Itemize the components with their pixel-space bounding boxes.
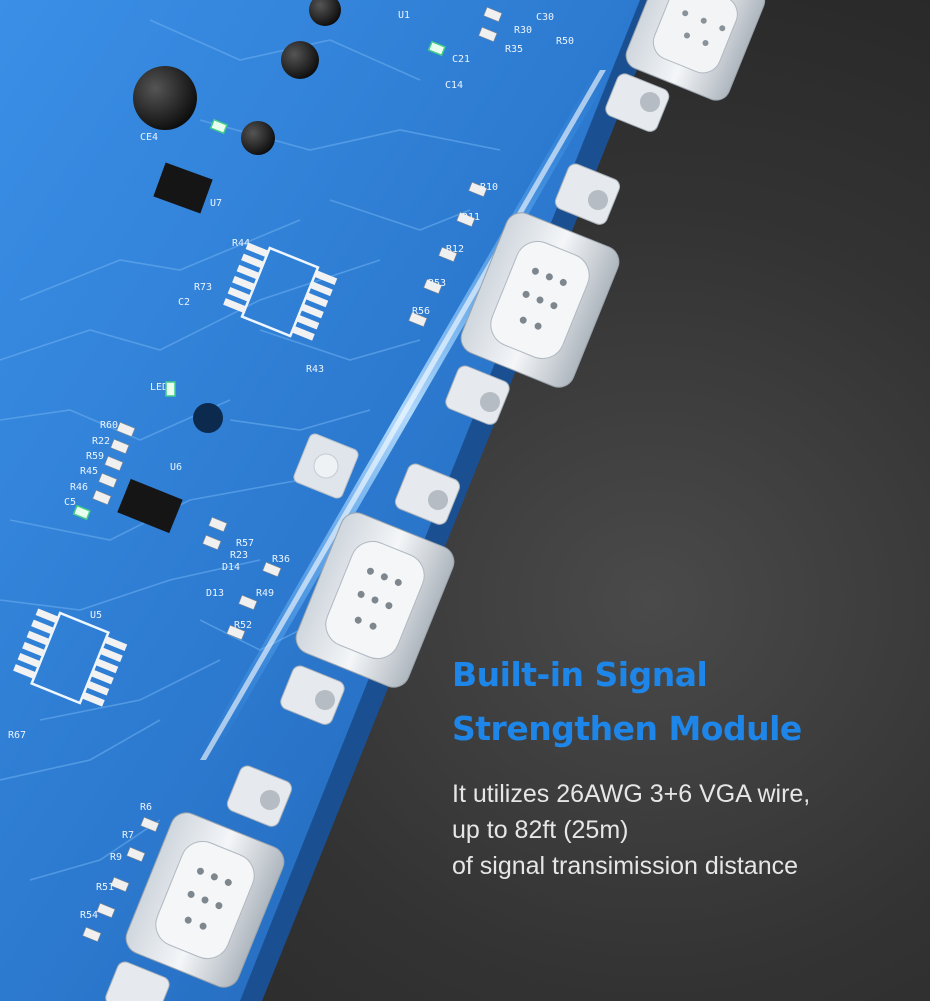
svg-text:R7: R7 [122,830,134,841]
headline-line-1: Built-in Signal [452,655,708,694]
svg-text:R54: R54 [80,910,98,921]
svg-text:R67: R67 [8,730,26,741]
svg-text:U6: U6 [170,462,182,473]
vga-connectors [105,0,766,1001]
feature-copy: Built-in Signal Strengthen Module It uti… [452,648,912,884]
svg-text:R73: R73 [194,282,212,293]
svg-text:R60: R60 [100,420,118,431]
svg-text:R22: R22 [92,436,110,447]
silkscreen-labels: C30 R30 R35 R50 C21 C14 R10 R11 R12 R53 … [8,10,574,921]
svg-text:C21: C21 [452,54,470,65]
svg-text:R11: R11 [462,212,480,223]
svg-text:R50: R50 [556,36,574,47]
svg-text:R46: R46 [70,482,88,493]
svg-text:C5: C5 [64,497,76,508]
svg-text:LED3: LED3 [150,382,174,393]
svg-text:R30: R30 [514,25,532,36]
capacitors [133,0,341,433]
svg-text:R23: R23 [230,550,248,561]
svg-text:R6: R6 [140,802,152,813]
svg-text:CE4: CE4 [140,132,158,143]
svg-text:D13: D13 [206,588,224,599]
smd-resistors [82,6,503,943]
svg-text:R57: R57 [236,538,254,549]
svg-text:C14: C14 [445,80,463,91]
svg-text:U5: U5 [90,610,102,621]
ic-chips [13,162,338,707]
description-line-3: of signal transimission distance [452,852,798,880]
svg-text:R56: R56 [412,306,430,317]
svg-text:R52: R52 [234,620,252,631]
svg-text:R49: R49 [256,588,274,599]
feature-description: It utilizes 26AWG 3+6 VGA wire, up to 82… [452,776,912,884]
svg-text:U7: U7 [210,198,222,209]
pcb-board [0,0,655,1001]
svg-text:R59: R59 [86,451,104,462]
pcb-traces [0,19,501,881]
svg-text:R53: R53 [428,278,446,289]
svg-text:R12: R12 [446,244,464,255]
svg-text:D14: D14 [222,562,240,573]
svg-text:U1: U1 [398,10,410,21]
svg-text:R35: R35 [505,44,523,55]
description-line-2: up to 82ft (25m) [452,816,629,844]
leds [72,40,446,521]
svg-text:R9: R9 [110,852,122,863]
svg-text:R45: R45 [80,466,98,477]
svg-text:C2: C2 [178,297,190,308]
svg-text:R10: R10 [480,182,498,193]
svg-text:R44: R44 [232,238,250,249]
feature-headline: Built-in Signal Strengthen Module [452,648,912,756]
headline-line-2: Strengthen Module [452,709,802,748]
svg-text:C30: C30 [536,12,554,23]
svg-text:R43: R43 [306,364,324,375]
svg-text:R36: R36 [272,554,290,565]
svg-text:R51: R51 [96,882,114,893]
description-line-1: It utilizes 26AWG 3+6 VGA wire, [452,780,811,808]
